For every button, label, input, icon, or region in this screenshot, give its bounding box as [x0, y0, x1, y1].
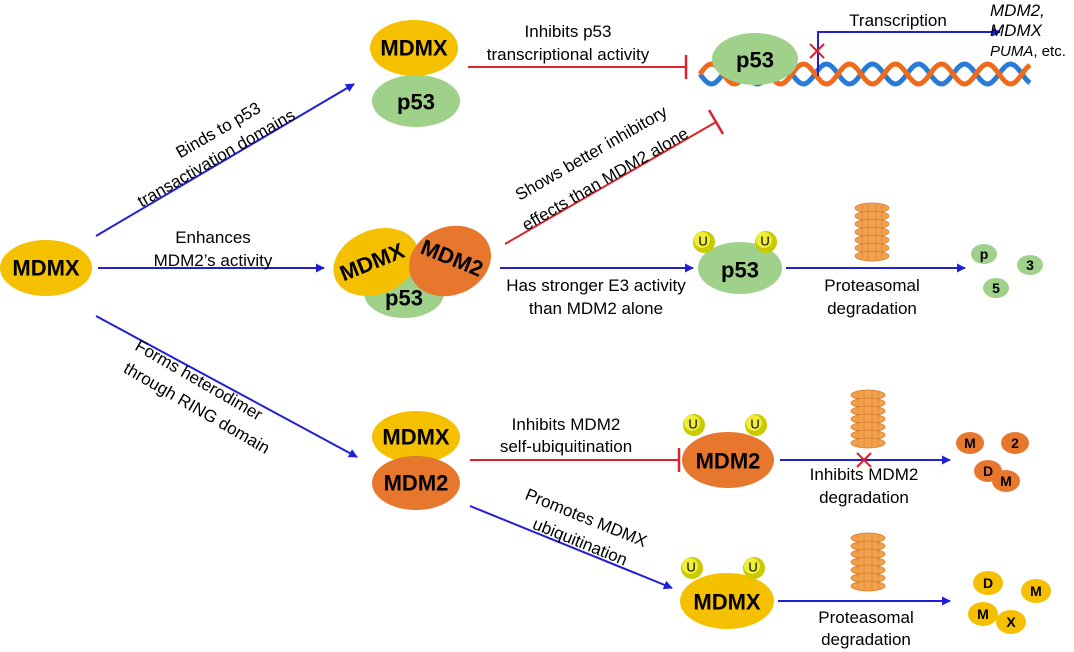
arrow-forms	[95, 315, 358, 458]
svg-text:U: U	[688, 417, 697, 432]
complex2-p53-label: p53	[385, 286, 423, 311]
ubiquitinated-p53: p53 U U	[693, 231, 782, 294]
svg-text:U: U	[698, 234, 707, 249]
label-inhibits-mdm2-1: Inhibits MDM2	[512, 415, 621, 434]
proteasome-icon	[854, 202, 890, 262]
proteasome-icon	[850, 532, 886, 592]
complex-mdmx-mdm2-p53: MDMX MDM2 p53	[333, 225, 491, 318]
ubiquitin-icon: U	[755, 231, 777, 253]
ubiquitin-icon: U	[683, 414, 705, 436]
ubiquitin-icon: U	[743, 557, 765, 579]
mdm2-fragment-2: 2	[1011, 435, 1019, 451]
proteasome-icon	[850, 389, 886, 449]
ub-mdmx-label: MDMX	[693, 590, 761, 615]
block-x-icon	[809, 43, 825, 59]
svg-text:U: U	[686, 560, 695, 575]
label-targets-1: MDM2,	[990, 1, 1045, 20]
label-targets-3: PUMA, etc.	[990, 43, 1066, 60]
complex-mdmx-p53: MDMX p53	[370, 20, 460, 127]
p53-fragments: p 3 5	[971, 244, 1043, 298]
label-targets-2: MDMX	[990, 21, 1043, 40]
inhibit-bar-shows	[707, 109, 725, 135]
mdmx-fragment-m2: M	[977, 606, 989, 622]
mdmx-source-label: MDMX	[12, 256, 80, 281]
dna-p53-label: p53	[736, 48, 774, 73]
arrow-promotes-mdmx-ub	[469, 505, 673, 590]
p53-fragment-3: 3	[1026, 257, 1034, 273]
label-proteasomal-1: Proteasomal	[824, 276, 919, 295]
label-inhibits-deg-2: degradation	[819, 488, 909, 507]
label-transcription: Transcription	[849, 11, 947, 30]
label-proteasomal-b-2: degradation	[821, 630, 911, 649]
mdm2-fragments: M 2 D M	[956, 432, 1029, 492]
complex1-p53-label: p53	[397, 90, 435, 115]
ub-mdm2-label: MDM2	[696, 449, 761, 474]
label-inhibits-mdm2-2: self-ubiquitination	[500, 437, 632, 456]
complex3-mdmx-label: MDMX	[382, 425, 450, 450]
block-x-icon	[856, 452, 872, 468]
arrow-binds	[95, 83, 355, 237]
ubiquitinated-mdmx: MDMX U U	[680, 557, 774, 629]
mdmx-fragments: D M M X	[968, 571, 1051, 634]
label-inhibits-p53-1: Inhibits p53	[525, 22, 612, 41]
ubiquitinated-mdm2: MDM2 U U	[682, 414, 774, 488]
ubiquitin-icon: U	[681, 557, 703, 579]
label-enhances-1: Enhances	[175, 228, 251, 247]
label-inhibits-deg-1: Inhibits MDM2	[810, 465, 919, 484]
label-stronger-2: than MDM2 alone	[529, 299, 663, 318]
ub-p53-label: p53	[721, 258, 759, 283]
p53-fragment-p: p	[980, 246, 989, 262]
arrow-transcription	[817, 27, 1001, 76]
mdmx-fragment-d: D	[983, 575, 993, 591]
mdmx-fragment-m: M	[1030, 583, 1042, 599]
ubiquitin-icon: U	[745, 414, 767, 436]
label-proteasomal-b-1: Proteasomal	[818, 608, 913, 627]
p53-fragment-5: 5	[992, 280, 1000, 296]
mdm2-fragment-m2: M	[1000, 473, 1012, 489]
inhibit-line-shows	[504, 121, 717, 245]
svg-text:U: U	[748, 560, 757, 575]
label-proteasomal-2: degradation	[827, 299, 917, 318]
mdm2-fragment-d: D	[983, 463, 993, 479]
dna-bound-p53: p53	[712, 33, 798, 85]
mdm2-fragment-m: M	[964, 435, 976, 451]
svg-text:U: U	[760, 234, 769, 249]
complex-mdmx-mdm2: MDMX MDM2	[372, 411, 460, 510]
complex3-mdm2-label: MDM2	[384, 471, 449, 496]
label-enhances-2: MDM2’s activity	[154, 251, 273, 270]
svg-text:U: U	[750, 417, 759, 432]
mdmx-fragment-x: X	[1006, 614, 1016, 630]
label-inhibits-p53-2: transcriptional activity	[487, 45, 650, 64]
complex1-mdmx-label: MDMX	[380, 36, 448, 61]
ubiquitin-icon: U	[693, 231, 715, 253]
mdmx-source-node: MDMX	[0, 240, 92, 296]
label-stronger-1: Has stronger E3 activity	[506, 276, 686, 295]
